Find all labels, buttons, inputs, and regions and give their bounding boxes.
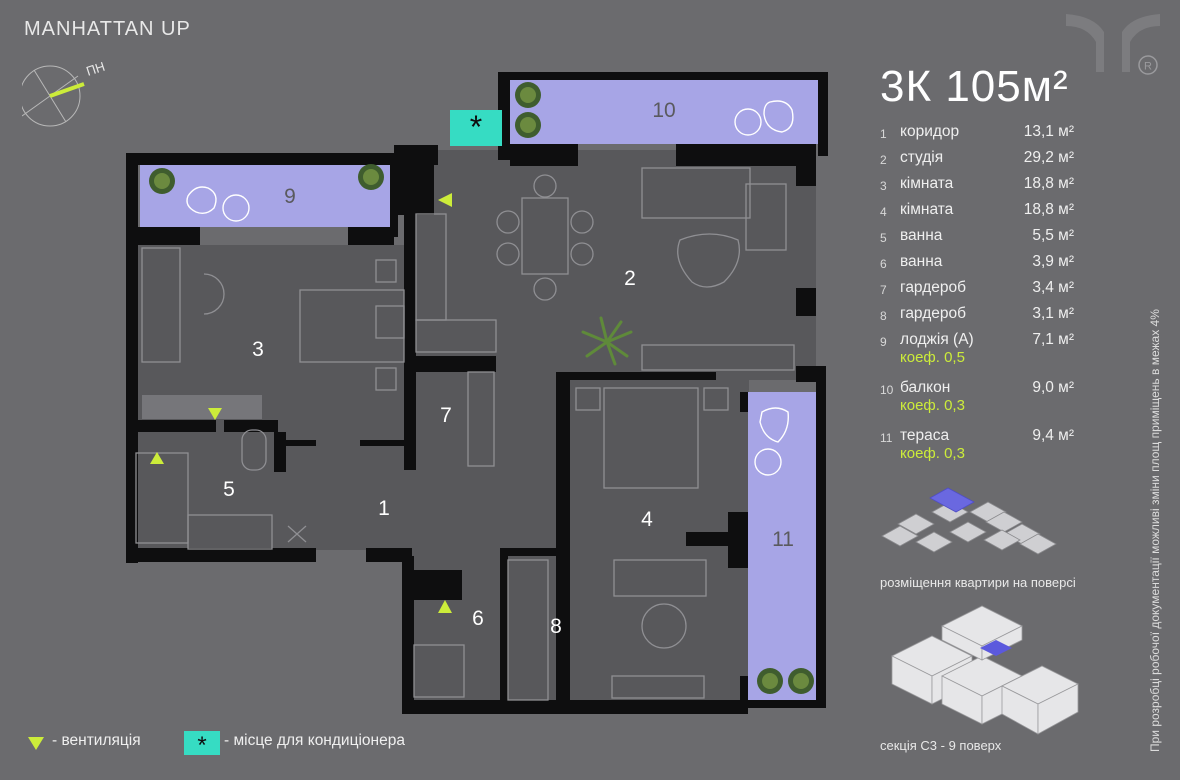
legend-ventilation: - вентиляція [52, 732, 141, 749]
balconies [140, 80, 818, 700]
furniture [135, 167, 795, 701]
room-labels: 9 10 11 2 3 7 5 1 4 6 8 [223, 99, 794, 638]
svg-text:6: 6 [472, 607, 484, 630]
grills [142, 395, 262, 419]
legend-ac-icon: * [184, 731, 220, 755]
terrace-11 [748, 392, 816, 700]
floor-location-diagram [881, 487, 1057, 555]
svg-text:8: 8 [550, 615, 562, 638]
compass: ПН [22, 62, 107, 127]
plant-icon [149, 82, 814, 694]
balcony-furniture [186, 100, 794, 476]
legend-ac: - місце для кондиціонера [224, 732, 405, 749]
svg-text:*: * [197, 732, 206, 755]
balcony-10 [510, 80, 818, 144]
section-caption: секція С3 - 9 поверх [880, 738, 1002, 753]
floor-areas [138, 150, 816, 705]
svg-text:*: * [470, 109, 482, 145]
svg-text:10: 10 [652, 99, 675, 122]
ac-asterisk-icon: * [450, 109, 502, 146]
walls [126, 72, 828, 714]
svg-text:1: 1 [378, 497, 390, 520]
svg-text:3: 3 [252, 338, 264, 361]
svg-text:5: 5 [223, 478, 235, 501]
section-diagram [891, 605, 1079, 735]
brand-logo: R [1066, 14, 1160, 75]
svg-text:4: 4 [641, 508, 653, 531]
svg-text:9: 9 [284, 185, 296, 208]
floor-location-caption: розміщення квартири на поверсі [880, 575, 1076, 590]
apartment-title: 3К 105м² [880, 62, 1069, 111]
svg-text:11: 11 [772, 528, 794, 551]
svg-text:2: 2 [624, 267, 636, 290]
legend-ventilation-icon [28, 737, 44, 750]
brand-name: MANHATTAN UP [24, 18, 191, 40]
registered-mark-icon [1138, 55, 1158, 75]
side-note: При розробці робочої документації можлив… [1148, 309, 1162, 752]
svg-text:R: R [1144, 61, 1152, 73]
svg-text:7: 7 [440, 404, 452, 427]
ventilation-triangle-icon [150, 193, 452, 613]
balcony-9 [140, 165, 390, 227]
compass-label: ПН [84, 62, 106, 79]
